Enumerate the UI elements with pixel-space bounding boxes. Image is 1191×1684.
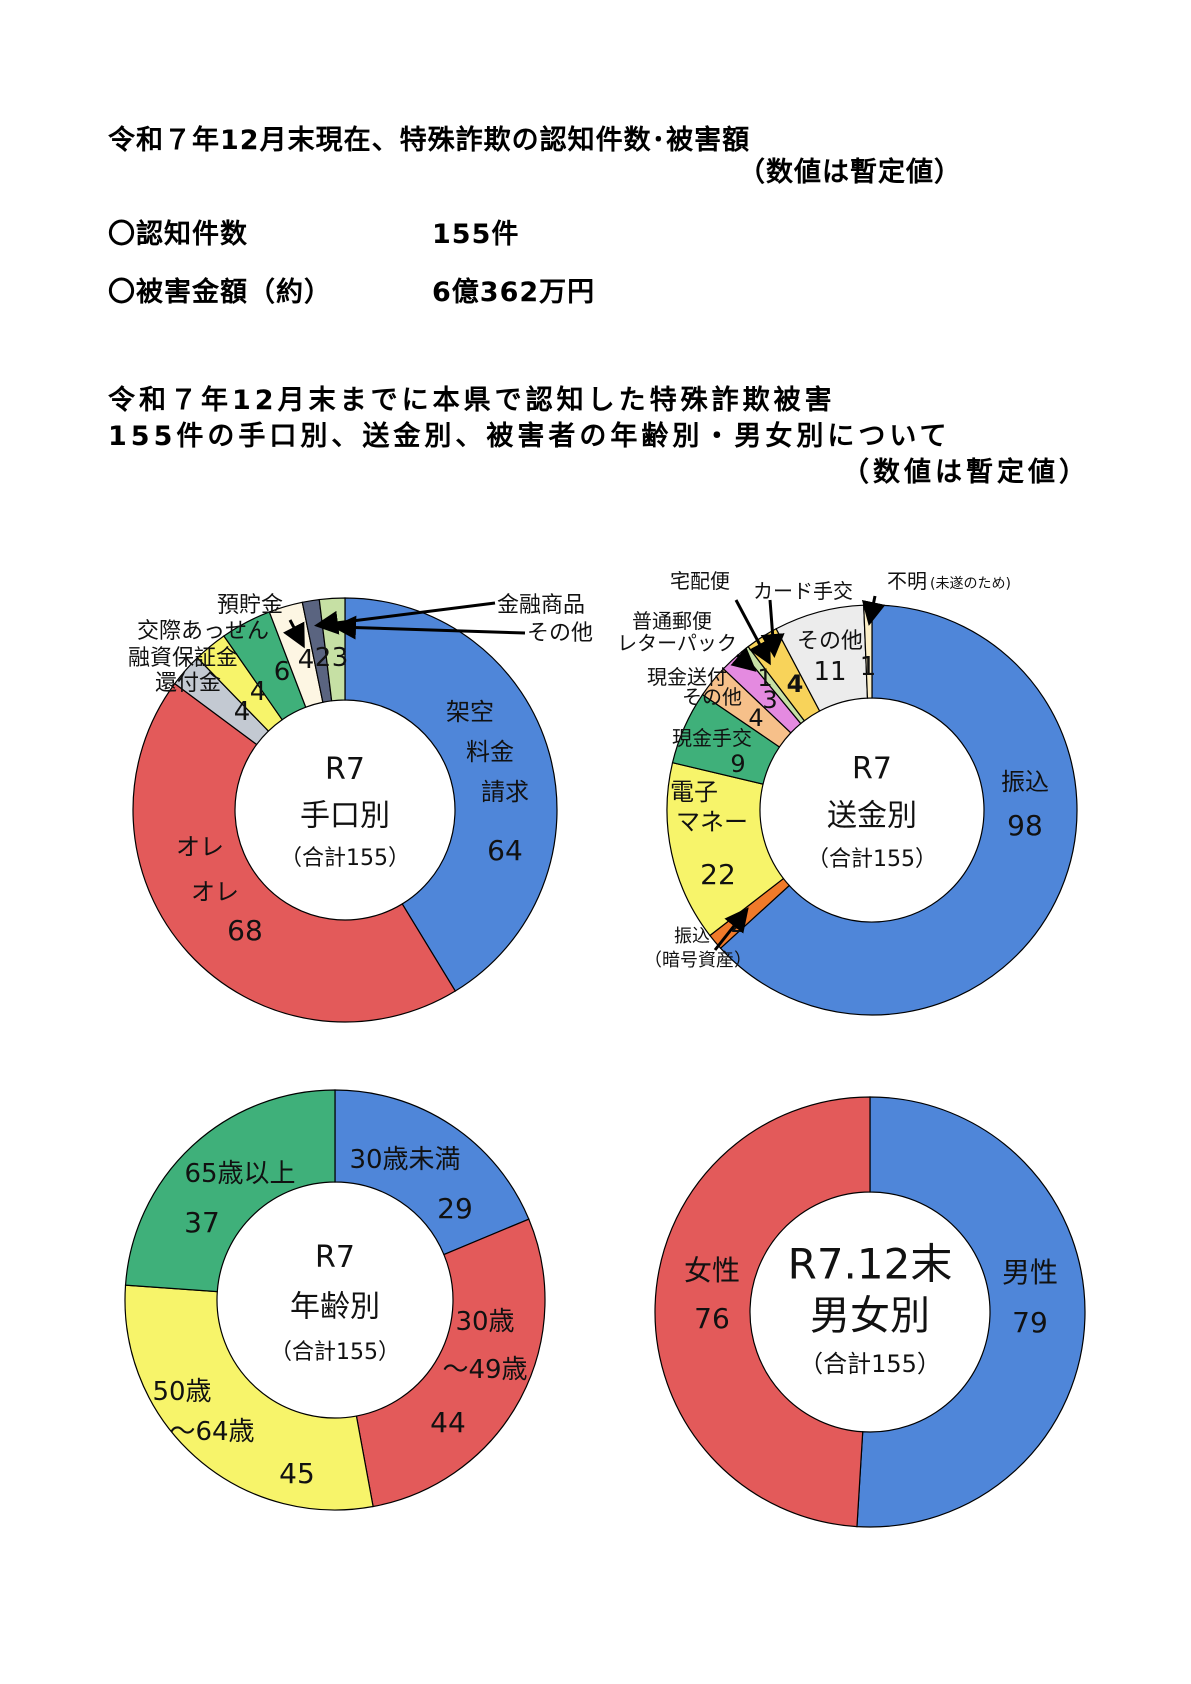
donut-segment: [334, 1089, 530, 1256]
chart-label: 振込: [674, 926, 710, 947]
chart-label: 架空: [446, 698, 494, 726]
section-note: （数値は暫定値）: [842, 457, 1090, 488]
chart-label: 65歳以上: [184, 1159, 295, 1189]
chart-label: 宅配便: [670, 569, 730, 593]
chart-label: 68: [227, 914, 263, 947]
chart-label: 請求: [481, 778, 529, 806]
donut-segment: [124, 1284, 374, 1511]
chart-label: 男性: [1002, 1256, 1058, 1289]
chart-center-title: R7: [315, 1240, 355, 1275]
chart-label: 預貯金: [217, 593, 283, 618]
chart-label: その他: [797, 629, 863, 654]
chart-label: ～49歳: [442, 1355, 527, 1385]
stat-label-cases: 〇認知件数: [108, 219, 248, 250]
chart-label: その他: [682, 685, 742, 709]
chart-label: カード手交: [753, 579, 853, 603]
chart-label: 76: [694, 1302, 730, 1335]
donut-chart-age: R7 年齢別 （合計155） 30歳未満 29 30歳 ～49歳 44 50歳 ～64歳 45 65歳…: [124, 1089, 546, 1511]
chart-label: 普通郵便: [632, 609, 712, 633]
provisional-note: （数値は暫定値）: [738, 157, 962, 188]
chart-center-title: R7: [852, 752, 892, 787]
chart-label: 37: [184, 1206, 220, 1239]
chart-label: 電子: [670, 778, 718, 806]
chart-label: 11: [813, 657, 846, 687]
chart-center-total: （合計155）: [799, 1350, 941, 1378]
page-title: 令和７年12月末現在、特殊詐欺の認知件数･被害額: [108, 125, 751, 156]
donut-chart-remittance: R7送金別（合計155）振込98振込（暗号資産）2電子マネー22現金手交9現金送…: [617, 569, 1078, 1016]
section-title-line1: 令和７年12月末までに本県で認知した特殊詐欺被害: [108, 385, 836, 416]
chart-center-title: R7.12末: [788, 1239, 953, 1288]
chart-label: 2: [315, 643, 332, 673]
chart-label: (未遂のため): [930, 576, 1011, 592]
chart-label: 還付金: [155, 671, 221, 696]
chart-label: 融資保証金: [128, 646, 238, 671]
chart-label: 交際あっせん: [137, 619, 269, 644]
chart-label: 3: [762, 686, 777, 714]
chart-label: 4: [787, 670, 804, 698]
chart-label: その他: [527, 621, 593, 646]
donut-segment: [654, 1096, 871, 1528]
chart-label: 44: [430, 1406, 466, 1439]
chart-center-total: （合計155）: [280, 846, 410, 871]
donut-segment: [344, 597, 558, 992]
donut-segment: [124, 1089, 336, 1293]
chart-label: 50歳: [152, 1377, 211, 1407]
chart-label: 振込: [1001, 768, 1049, 796]
chart-label: 3: [332, 643, 349, 673]
chart-center-subtitle: 男女別: [810, 1293, 930, 1339]
chart-label: 4: [234, 697, 251, 727]
chart-label: 4: [748, 704, 763, 732]
donut-segment: [355, 1218, 546, 1508]
chart-label: 45: [279, 1457, 315, 1490]
chart-label: 79: [1012, 1306, 1048, 1339]
chart-label: 30歳未満: [349, 1145, 460, 1175]
chart-label: オレ: [176, 833, 224, 861]
donut-segment: [856, 1096, 1086, 1528]
donut-chart-method: R7手口別（合計155）架空料金請求64オレオレ68還付金4融資保証金4交際あっ…: [128, 593, 593, 1023]
chart-label: 4: [298, 645, 315, 675]
chart-label: 女性: [684, 1254, 740, 1287]
stat-value-damage: 6億362万円: [432, 277, 596, 308]
chart-label: 4: [250, 677, 267, 707]
chart-label: 29: [437, 1192, 473, 1225]
chart-label: 現金送付: [647, 665, 727, 689]
chart-label: 30歳: [455, 1307, 514, 1337]
chart-label: オレ: [191, 878, 239, 906]
chart-center-subtitle: 送金別: [827, 799, 917, 834]
chart-label: 98: [1007, 809, 1043, 842]
chart-label: 金融商品: [497, 593, 585, 618]
chart-label: 現金手交: [672, 726, 752, 750]
chart-label: 料金: [466, 738, 514, 766]
chart-center-total: （合計155）: [270, 1340, 400, 1365]
chart-label: マネー: [676, 808, 748, 836]
chart-center-title: R7: [325, 752, 365, 787]
chart-label: 不明: [887, 569, 927, 593]
chart-label: 64: [487, 834, 523, 867]
chart-label: 1: [757, 664, 772, 692]
donut-segment: [719, 604, 1078, 1016]
chart-center-total: （合計155）: [807, 847, 937, 872]
section-title-line2: 155件の手口別、送金別、被害者の年齢別・男女別について: [108, 421, 951, 452]
chart-label: ～64歳: [169, 1417, 254, 1447]
chart-label: 1: [860, 652, 877, 682]
chart-label: 22: [700, 858, 736, 891]
chart-label: レターパック: [617, 631, 737, 655]
chart-label: 6: [274, 657, 291, 687]
stat-label-damage: 〇被害金額（約）: [108, 277, 332, 308]
donut-segment: [132, 682, 457, 1023]
chart-label: 9: [730, 750, 745, 778]
chart-label: （暗号資産）: [644, 950, 752, 971]
chart-center-subtitle: 年齢別: [290, 1290, 380, 1325]
stat-value-cases: 155件: [432, 219, 520, 250]
chart-center-subtitle: 手口別: [300, 798, 390, 833]
